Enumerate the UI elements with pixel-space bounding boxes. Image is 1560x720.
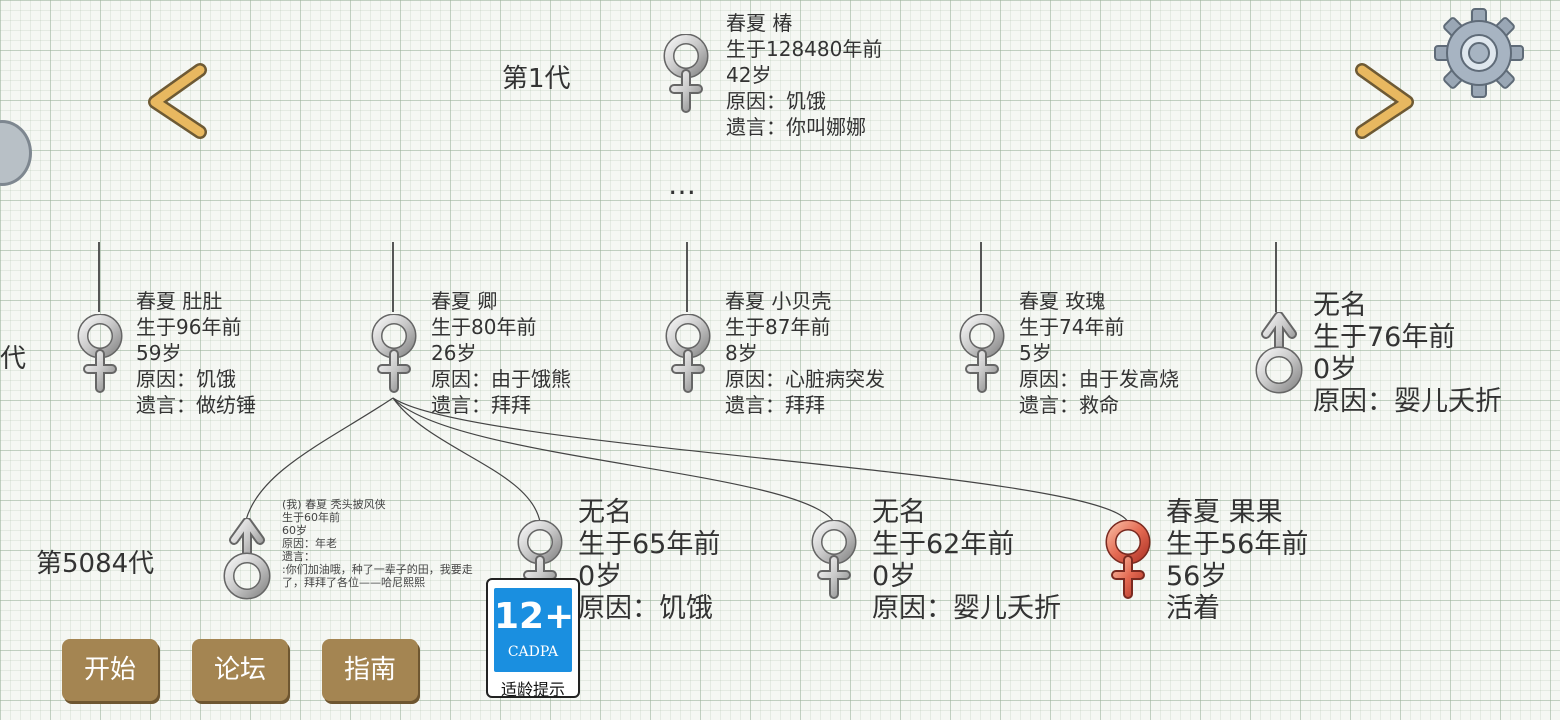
female-symbol-icon[interactable] <box>76 314 124 398</box>
female-symbol-icon[interactable] <box>1104 520 1152 604</box>
parent-info: 春夏 小贝壳 生于87年前 8岁 原因：心脏病突发 遗言：拜拜 <box>725 288 885 418</box>
chevron-left-icon[interactable] <box>140 60 210 140</box>
child-born: 生于62年前 <box>872 529 1015 560</box>
partial-generation-label: 代 <box>0 344 27 374</box>
parent-will: 遗言：拜拜 <box>431 393 531 417</box>
ellipsis: … <box>668 168 698 201</box>
ancestor-age: 42岁 <box>726 63 772 87</box>
parent-will: 遗言：做纺锤 <box>136 393 256 417</box>
parent-cause: 原因：婴儿夭折 <box>1313 386 1502 417</box>
player-cause: 原因：年老 <box>282 537 337 550</box>
age-rating-badge[interactable]: 12+ CADPA 适龄提示 <box>486 578 580 699</box>
parent-info: 春夏 卿 生于80年前 26岁 原因：由于饿熊 遗言：拜拜 <box>431 288 571 418</box>
ancestor-born: 生于128480年前 <box>726 37 883 61</box>
parent-will: 遗言：救命 <box>1019 393 1119 417</box>
parent-born: 生于80年前 <box>431 315 537 339</box>
parent-born: 生于76年前 <box>1313 322 1456 353</box>
parent-age: 59岁 <box>136 341 182 365</box>
parent-name: 春夏 肚肚 <box>136 289 223 313</box>
parent-info: 无名 生于76年前 0岁 原因：婴儿夭折 <box>1313 290 1502 418</box>
parent-info: 春夏 玫瑰 生于74年前 5岁 原因：由于发高烧 遗言：救命 <box>1019 288 1179 418</box>
top-generation-label: 第1代 <box>502 64 571 94</box>
child-cause: 原因：婴儿夭折 <box>872 593 1061 624</box>
child-name: 无名 <box>578 497 632 528</box>
age-tip: 适龄提示 <box>500 680 565 699</box>
player-info: (我) 春夏 秃头披风侠 生于60年前 60岁 原因：年老 遗言： :你们加油哦… <box>282 498 492 589</box>
parent-name: 春夏 小贝壳 <box>725 289 832 313</box>
parent-born: 生于74年前 <box>1019 315 1125 339</box>
parent-name: 春夏 卿 <box>431 289 498 313</box>
parent-name: 无名 <box>1313 290 1367 321</box>
child-name: 无名 <box>872 497 926 528</box>
parent-age: 8岁 <box>725 341 758 365</box>
connector-line <box>392 242 394 312</box>
parent-age: 26岁 <box>431 341 477 365</box>
forum-button[interactable]: 论坛 <box>192 639 288 701</box>
gear-icon[interactable] <box>1432 6 1526 100</box>
player-will: 遗言： <box>282 550 315 563</box>
child-age: 56岁 <box>1166 561 1228 592</box>
start-button[interactable]: 开始 <box>62 639 158 701</box>
child-born: 生于56年前 <box>1166 529 1309 560</box>
player-age: 60岁 <box>282 524 307 537</box>
player-born: 生于60年前 <box>282 511 340 524</box>
female-symbol-icon[interactable] <box>810 520 858 604</box>
ancestor-name: 春夏 椿 <box>726 11 793 35</box>
parent-born: 生于96年前 <box>136 315 242 339</box>
chevron-right-icon[interactable] <box>1350 60 1420 140</box>
child-info: 春夏 果果 生于56年前 56岁 活着 <box>1166 497 1308 625</box>
age-rating: 12+ <box>494 596 575 637</box>
connector-line <box>686 242 688 312</box>
player-will-text: :你们加油哦，种了一辈子的田，我要走了，拜拜了各位——哈尼熙熙 <box>282 563 473 589</box>
ancestor-info: 春夏 椿 生于128480年前 42岁 原因：饥饿 遗言：你叫娜娜 <box>726 10 882 140</box>
child-info: 无名 生于65年前 0岁 原因：饥饿 <box>578 497 720 625</box>
age-rating-panel: 12+ CADPA <box>494 588 575 672</box>
child-name: 春夏 果果 <box>1166 497 1283 528</box>
parent-born: 生于87年前 <box>725 315 831 339</box>
child-status: 活着 <box>1166 593 1220 624</box>
child-age: 0岁 <box>578 561 623 592</box>
ancestor-will: 遗言：你叫娜娜 <box>726 115 866 139</box>
parent-cause: 原因：由于饿熊 <box>431 367 571 391</box>
male-symbol-icon[interactable] <box>1252 312 1306 396</box>
parent-name: 春夏 玫瑰 <box>1019 289 1106 313</box>
child-cause: 原因：饥饿 <box>578 593 713 624</box>
female-symbol-icon[interactable] <box>664 314 712 398</box>
parent-cause: 原因：由于发高烧 <box>1019 367 1179 391</box>
female-symbol-icon[interactable] <box>370 314 418 398</box>
connector-line <box>1275 242 1277 312</box>
bottom-generation-label: 第5084代 <box>36 549 155 579</box>
female-symbol-icon[interactable] <box>662 34 710 118</box>
parent-age: 0岁 <box>1313 354 1358 385</box>
ancestor-cause: 原因：饥饿 <box>726 89 826 113</box>
child-age: 0岁 <box>872 561 917 592</box>
connector-line <box>980 242 982 312</box>
guide-button[interactable]: 指南 <box>322 639 418 701</box>
connector-line <box>98 242 100 312</box>
male-symbol-icon[interactable] <box>220 518 274 602</box>
child-born: 生于65年前 <box>578 529 721 560</box>
female-symbol-icon[interactable] <box>516 520 564 604</box>
parent-age: 5岁 <box>1019 341 1052 365</box>
parent-cause: 原因：饥饿 <box>136 367 236 391</box>
parent-info: 春夏 肚肚 生于96年前 59岁 原因：饥饿 遗言：做纺锤 <box>136 288 256 418</box>
female-symbol-icon[interactable] <box>958 314 1006 398</box>
rating-org: CADPA <box>507 644 559 660</box>
player-name: (我) 春夏 秃头披风侠 <box>282 498 386 511</box>
child-info: 无名 生于62年前 0岁 原因：婴儿夭折 <box>872 497 1061 625</box>
parent-cause: 原因：心脏病突发 <box>725 367 885 391</box>
parent-will: 遗言：拜拜 <box>725 393 825 417</box>
